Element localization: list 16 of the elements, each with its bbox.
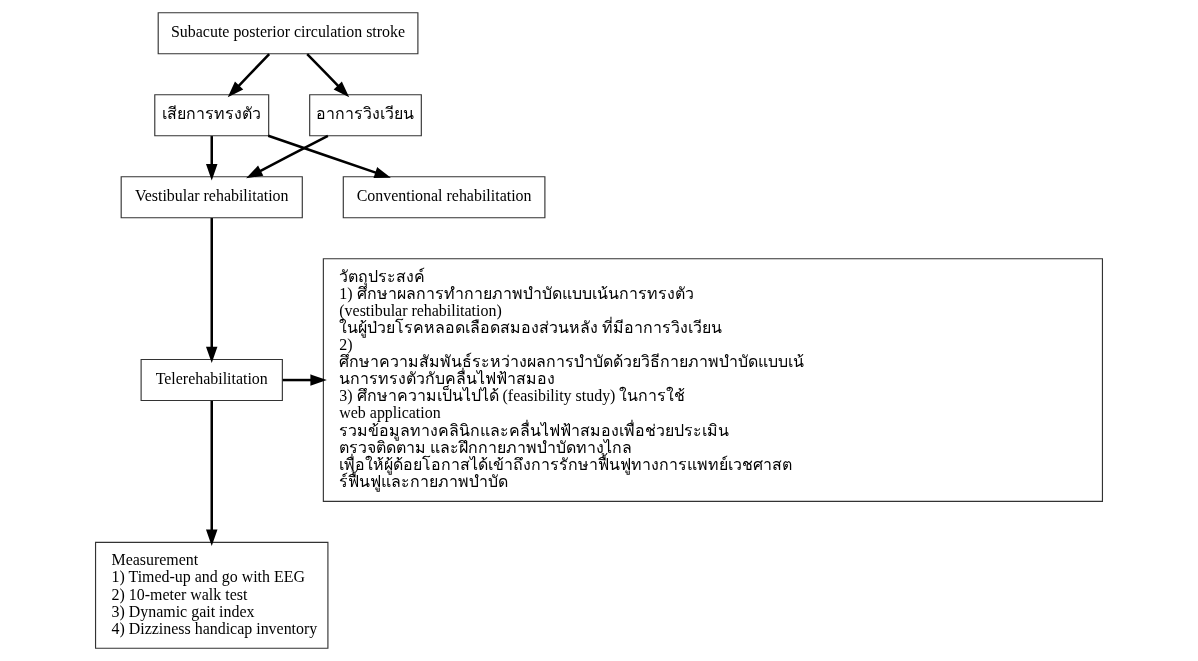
node-box: Subacute posterior circulation stroke bbox=[157, 12, 419, 55]
arrow bbox=[206, 400, 218, 546]
node-box: เสียการทรงตัว bbox=[154, 94, 270, 137]
node-box: Vestibular rehabilitation bbox=[120, 176, 303, 219]
arrow bbox=[206, 218, 218, 364]
node-box: Measurement 1) Timed-up and go with EEG 2) 10-meter walk test 3) Dynamic gait index 4) Dizziness handicap inventory bbox=[95, 541, 329, 649]
node-box: Conventional rehabilitation bbox=[342, 176, 546, 219]
arrow bbox=[206, 136, 218, 181]
arrow bbox=[282, 374, 327, 386]
arrow bbox=[267, 134, 391, 178]
node-box: วัตถุประสงค์ 1) ศึกษาผลการทำกายภาพบำบัดแบบเน้นการทรงตัว (vestibular rehabilitation) ในผู้ป่วยโรคหลอดเลือดสมองส่วนหลัง ที่มีอาการวิงเวียน 2) ศึกษาความสัมพันธ์ระหว่างผลการบำบัดด้วยวิธีกายภาพบำบัดแบบเน้นการทรงตัวกับคลื่นไฟฟ้าสมอง 3) ศึกษาความเป็นไปได้ (feasibility study) ในการใช้ web application รวมข้อมูลทางคลินิกและคลื่นไฟฟ้าสมองเพื่อช่วยประเมิน ตรวจติดตาม และฝึกกายภาพบำบัดทางไกล เพื่อให้ผู้ด้อยโอกาสได้เข้าถึงการรักษาฟื้นฟูทางการแพทย์เวชศาสตร์ฟื้นฟูและกายภาพบำบัด bbox=[322, 258, 1103, 502]
node-box: Telerehabilitation bbox=[140, 358, 283, 402]
arrow bbox=[246, 134, 329, 179]
node-box: อาการวิงเวียน bbox=[309, 94, 422, 137]
arrow bbox=[306, 53, 350, 98]
arrow bbox=[227, 53, 271, 98]
